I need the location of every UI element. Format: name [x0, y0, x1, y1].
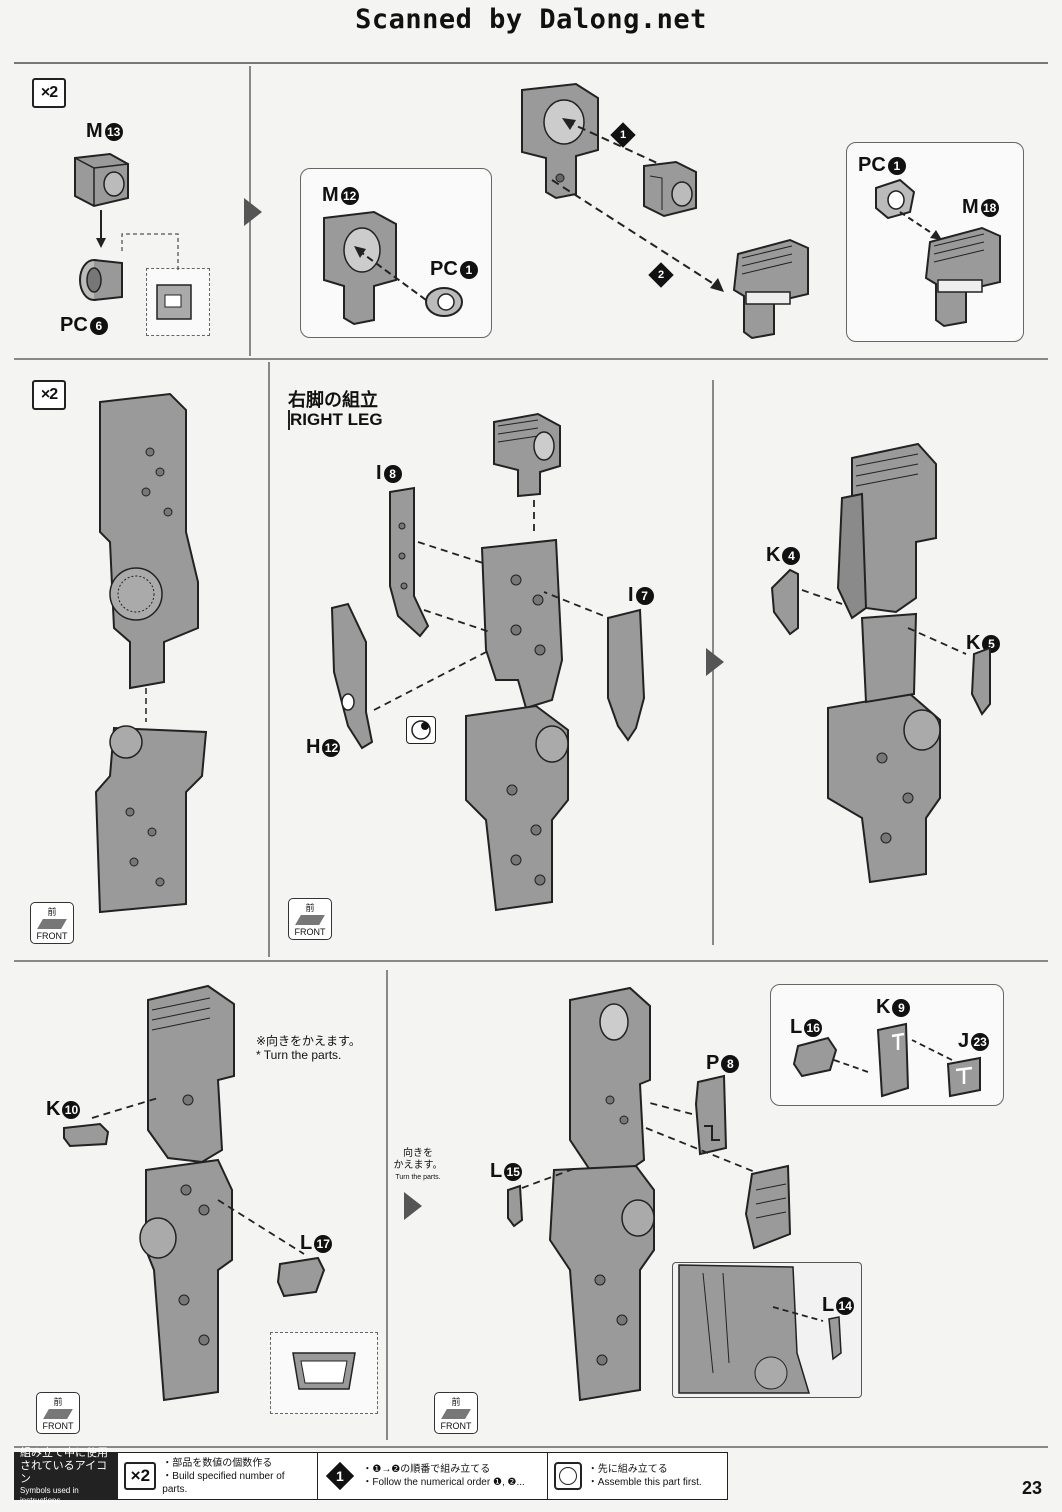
page-number: 23 [1021, 1478, 1042, 1498]
leg-turned-assembly [139, 984, 235, 1402]
leg-assembled-right [827, 442, 941, 884]
part-i7-drawing [607, 608, 646, 742]
section-title-jp: 右脚の組立 [288, 390, 378, 410]
col-divider-2 [268, 362, 270, 957]
part-m18-drawing [732, 238, 809, 340]
turn-note: ※向きをかえます。 * Turn the parts. [256, 1034, 361, 1062]
assembly-dashed-guides [373, 500, 615, 711]
top-rule [14, 62, 1048, 64]
section-title-en: RIGHT LEG [288, 410, 383, 430]
insert-arrow-pc1 [354, 246, 427, 301]
legend-order: 1 ・❶→❷の順番で組み立てる・Follow the numerical ord… [317, 1453, 546, 1499]
row-divider-1 [14, 358, 1048, 360]
insert-arrow-1 [562, 118, 669, 169]
insert-arrow-2 [551, 179, 724, 292]
order-icon: 1 [326, 1461, 355, 1491]
part-p8-drawing [645, 1074, 728, 1156]
multiplier-icon: ×2 [124, 1462, 157, 1490]
part-k4-drawing [770, 568, 843, 636]
part-m13-drawing-2 [643, 160, 697, 218]
part-l17-drawing [217, 1199, 326, 1298]
scan-credit: Scanned by Dalong.net [355, 4, 707, 35]
row-divider-3 [14, 1446, 1048, 1448]
legend-multiplier: ×2 ・部品を数値の個数作る・Build specified number of… [117, 1453, 317, 1499]
symbols-legend: 組み立て中に使用されているアイコン Symbols used in instru… [14, 1447, 728, 1505]
part-pc6-drawing [79, 259, 123, 301]
col-divider-4 [386, 970, 388, 1440]
detail-box [146, 268, 210, 336]
callout-k9-parts [792, 1022, 981, 1098]
multiplier-badge-2: ×2 [32, 380, 66, 410]
leg-main-assembly [465, 538, 569, 912]
multiplier-badge: ×2 [32, 78, 66, 108]
next-step-arrow-3 [404, 1192, 422, 1220]
turn-note-2: 向きを かえます。 Turn the parts. [393, 1148, 443, 1181]
leg-final-assembly [548, 986, 655, 1402]
leg-part-exploded-left [94, 392, 208, 914]
dashed-leader [121, 233, 179, 270]
part-pc1-drawing-right [875, 178, 916, 220]
part-hip-joint [493, 412, 561, 498]
assembly-arrow [96, 210, 106, 248]
part-m13-drawing [74, 152, 129, 208]
part-l15-drawing [507, 1167, 577, 1228]
assemble-first-legend-icon [553, 1462, 582, 1490]
part-i8-drawing [389, 486, 430, 638]
part-m12-assembled [521, 82, 599, 200]
detail-box-l17 [270, 1332, 378, 1414]
next-step-arrow [244, 198, 262, 226]
part-m18-drawing-right [924, 226, 1001, 328]
row-divider-2 [14, 960, 1048, 962]
detail-inset-l14 [672, 1262, 862, 1398]
part-k9-assembled [645, 1127, 792, 1250]
part-k5-drawing [907, 627, 991, 716]
assemble-first-icon [406, 716, 436, 744]
part-k10-drawing [63, 1097, 159, 1148]
legend-assemble-first: ・先に組み立てる・Assemble this part first. [546, 1453, 727, 1499]
next-step-arrow-2 [706, 648, 724, 676]
part-pc1-drawing [425, 287, 463, 317]
part-h12-drawing [330, 602, 374, 750]
insert-arrow-m18 [899, 211, 942, 240]
legend-heading: 組み立て中に使用されているアイコン Symbols used in instru… [15, 1447, 118, 1505]
